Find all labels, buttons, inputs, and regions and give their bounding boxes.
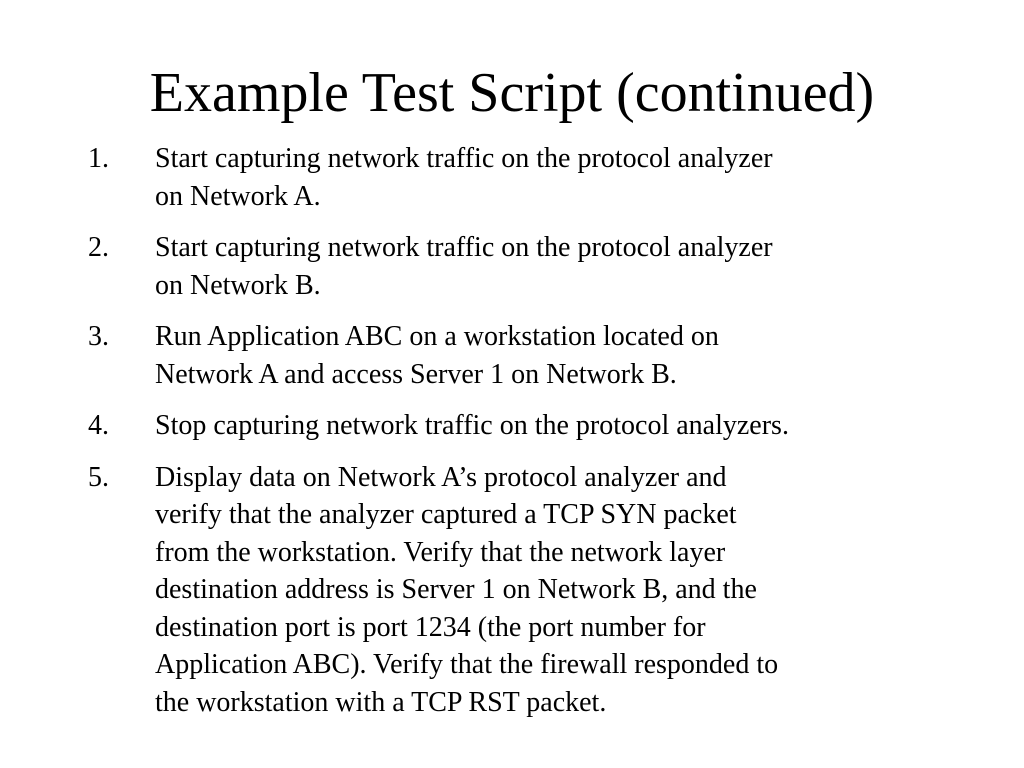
item-number: 4. — [88, 410, 109, 441]
item-text: destination address is Server 1 on Netwo… — [155, 574, 757, 605]
item-text: Display data on Network A’s protocol ana… — [155, 461, 727, 493]
item-number: 2. — [88, 232, 109, 263]
item-text: verify that the analyzer captured a TCP … — [155, 499, 737, 530]
list-item: 3. Run Application ABC on a workstation … — [88, 318, 988, 393]
item-text: Network A and access Server 1 on Network… — [155, 358, 677, 390]
item-text: destination port is port 1234 (the port … — [155, 611, 706, 643]
list-item: 4. Stop capturing network traffic on the… — [88, 407, 988, 445]
item-text: the workstation with a TCP RST packet. — [155, 686, 607, 718]
list-item: 1. Start capturing network traffic on th… — [88, 140, 988, 215]
item-number: 3. — [88, 321, 109, 352]
item-text: Start capturing network traffic on the p… — [155, 232, 773, 263]
list-item: 5. Display data on Network A’s protocol … — [88, 459, 988, 722]
item-number: 5. — [88, 461, 109, 493]
item-text: on Network B. — [155, 269, 321, 301]
list-item: 2. Start capturing network traffic on th… — [88, 229, 988, 304]
slide-title: Example Test Script (continued) — [149, 62, 875, 124]
item-number: 1. — [88, 143, 109, 174]
item-text: from the workstation. Verify that the ne… — [155, 536, 726, 568]
item-text: on Network A. — [155, 180, 321, 212]
item-text: Application ABC). Verify that the firewa… — [155, 649, 779, 680]
item-text: Run Application ABC on a workstation loc… — [155, 321, 719, 352]
item-text: Start capturing network traffic on the p… — [155, 143, 773, 174]
numbered-list: 1. Start capturing network traffic on th… — [88, 140, 988, 735]
item-text: Stop capturing network traffic on the pr… — [155, 410, 789, 441]
